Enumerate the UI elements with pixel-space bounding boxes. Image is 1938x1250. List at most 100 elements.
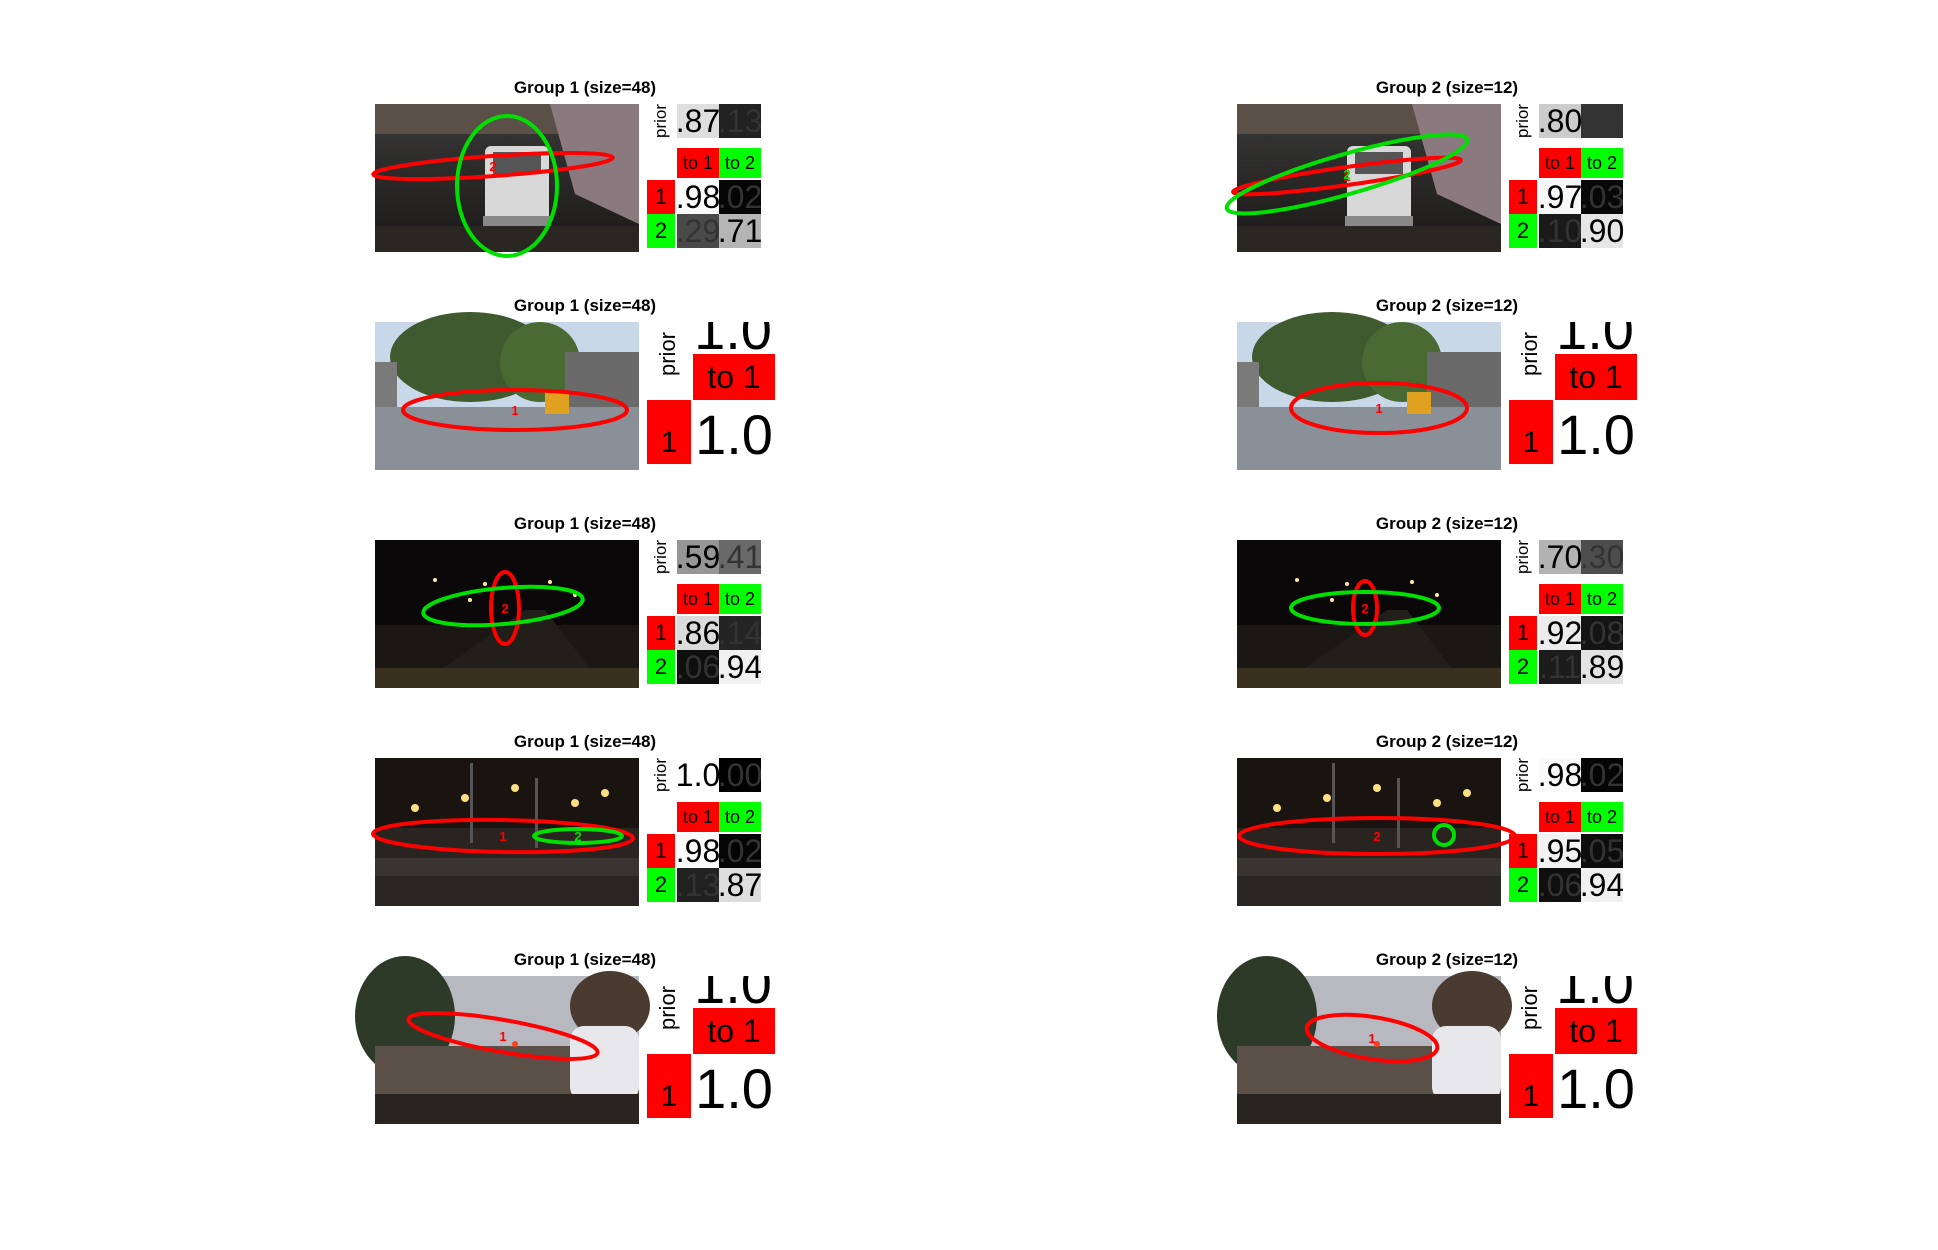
transition-cell: .11 bbox=[1539, 650, 1581, 684]
cluster-marker: 1 bbox=[499, 829, 506, 844]
row-header: 2 bbox=[1509, 650, 1537, 684]
column-header: to 2 bbox=[719, 584, 761, 614]
transition-cell: .97 bbox=[1539, 180, 1581, 214]
transition-cell: 1.0 bbox=[1557, 1058, 1635, 1118]
cluster-ellipse bbox=[371, 150, 615, 182]
scene-background bbox=[375, 540, 639, 688]
prior-cell: .98 bbox=[1539, 758, 1581, 792]
transition-cell: .06 bbox=[1539, 868, 1581, 902]
transition-cell: .92 bbox=[1539, 616, 1581, 650]
scene-background bbox=[1237, 540, 1501, 688]
scene-image: 12 bbox=[1224, 104, 1501, 252]
cluster-ellipse bbox=[455, 114, 559, 258]
prior-cell: 1.0 bbox=[677, 758, 719, 792]
cluster-ellipse bbox=[401, 388, 629, 432]
transition-cell: .86 bbox=[677, 616, 719, 650]
cluster-marker: 2 bbox=[574, 829, 581, 844]
prior-label: prior bbox=[651, 539, 670, 574]
transition-cell: .94 bbox=[719, 650, 761, 684]
scene-background bbox=[1217, 956, 1512, 1124]
transition-cell: .06 bbox=[677, 650, 719, 684]
scene-image: 1 bbox=[1237, 312, 1501, 470]
column-header: to 2 bbox=[1581, 584, 1623, 614]
row-header: 1 bbox=[1509, 180, 1537, 214]
panel-title: Group 1 (size=48) bbox=[513, 296, 657, 315]
scene-image: 2 bbox=[375, 540, 639, 688]
transition-cell: .95 bbox=[1539, 834, 1581, 868]
scene-background bbox=[1237, 312, 1501, 470]
prior-label: prior bbox=[1513, 757, 1532, 792]
row-header: 1 bbox=[1509, 400, 1553, 464]
cluster-ellipse bbox=[371, 817, 635, 855]
transition-cell: 1.0 bbox=[695, 1058, 773, 1118]
cluster-ellipse bbox=[1289, 381, 1469, 435]
cluster-marker: 2 bbox=[1373, 829, 1380, 844]
panel-title: Group 1 (size=48) bbox=[513, 514, 657, 533]
cluster-ellipse bbox=[1351, 579, 1379, 637]
row-header: 1 bbox=[647, 180, 675, 214]
row-header: 2 bbox=[647, 868, 675, 902]
scene-image: 2 bbox=[371, 104, 639, 258]
row-header: 1 bbox=[1509, 616, 1537, 650]
row-header: 2 bbox=[1509, 868, 1537, 902]
cluster-marker: 2 bbox=[489, 159, 496, 174]
prior-cell: .59 bbox=[677, 540, 719, 574]
column-header: to 2 bbox=[719, 802, 761, 832]
prior-cell: .20 bbox=[1581, 104, 1623, 138]
prior-label: prior bbox=[1517, 331, 1542, 376]
column-header: to 1 bbox=[693, 1008, 775, 1054]
scene-image: 1 bbox=[1217, 956, 1512, 1124]
transition-cell: .14 bbox=[719, 616, 761, 650]
transition-cell: .29 bbox=[677, 214, 719, 248]
row-header: 2 bbox=[1509, 214, 1537, 248]
transition-cell: .10 bbox=[1539, 214, 1581, 248]
transition-cell: .87 bbox=[719, 868, 761, 902]
row-header: 1 bbox=[647, 616, 675, 650]
cluster-ellipse bbox=[421, 584, 585, 628]
cluster-marker: 1 bbox=[511, 403, 518, 418]
prior-cell: .87 bbox=[677, 104, 719, 138]
column-header: to 1 bbox=[677, 802, 719, 832]
cluster-marker: 2 bbox=[501, 601, 508, 616]
prior-label: prior bbox=[655, 331, 680, 376]
column-header: to 2 bbox=[1581, 148, 1623, 178]
prior-label: prior bbox=[651, 757, 670, 792]
transition-cell: .03 bbox=[1581, 180, 1623, 214]
panel-title: Group 2 (size=12) bbox=[1375, 950, 1519, 969]
prior-cell: .00 bbox=[719, 758, 761, 792]
column-header: to 1 bbox=[677, 584, 719, 614]
cluster-marker: 2 bbox=[1361, 601, 1368, 616]
prior-label: prior bbox=[1513, 539, 1532, 574]
transition-cell: .05 bbox=[1581, 834, 1623, 868]
cluster-ellipse bbox=[1224, 132, 1470, 216]
cluster-ellipse bbox=[1231, 155, 1463, 197]
transition-cell: .02 bbox=[719, 834, 761, 868]
prior-label: prior bbox=[651, 103, 670, 138]
transition-cell: .71 bbox=[719, 214, 761, 248]
panel-title: Group 2 (size=12) bbox=[1375, 732, 1519, 751]
row-header: 2 bbox=[647, 214, 675, 248]
transition-cell: 1.0 bbox=[695, 404, 773, 464]
row-header: 1 bbox=[647, 400, 691, 464]
cluster-marker: 1 bbox=[499, 1029, 506, 1044]
panel-title: Group 1 (size=48) bbox=[513, 78, 657, 97]
row-header: 1 bbox=[1509, 1054, 1553, 1118]
column-header: to 1 bbox=[1555, 1008, 1637, 1054]
column-header: to 2 bbox=[719, 148, 761, 178]
column-header: to 1 bbox=[1539, 584, 1581, 614]
prior-label: prior bbox=[1517, 985, 1542, 1030]
transition-cell: .98 bbox=[677, 180, 719, 214]
prior-cell: .13 bbox=[719, 104, 761, 138]
transition-cell: .94 bbox=[1581, 868, 1623, 902]
